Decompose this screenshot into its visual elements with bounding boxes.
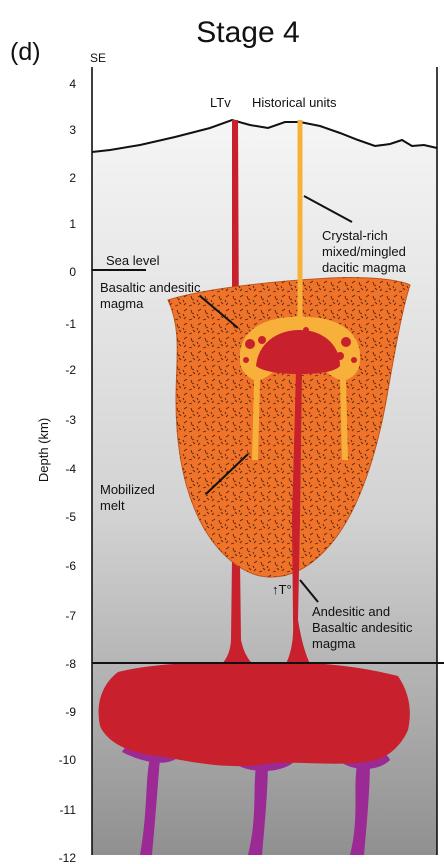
y-tick-minus-1: -1 [65,317,76,331]
y-tick-2: 2 [69,171,76,185]
crystal-rich-label-2: mixed/mingled [322,244,406,259]
y-tick-minus-10: -10 [59,753,77,767]
temperature-arrow-label: ↑T° [272,582,292,597]
mobilized-label-1: Mobilized [100,482,155,497]
basaltic-reservoir [99,662,410,766]
ltv-label: LTv [210,95,231,110]
y-tick-minus-5: -5 [65,510,76,524]
andesitic-label-2: Basaltic andesitic [312,620,413,635]
y-axis-label: Depth (km) [36,418,51,482]
historical-units-label: Historical units [252,95,337,110]
y-tick-minus-4: -4 [65,462,76,476]
y-tick-3: 3 [69,123,76,137]
y-tick-minus-3: -3 [65,413,76,427]
sea-level-label: Sea level [106,253,160,268]
mobilized-label-2: melt [100,498,125,513]
y-tick-4: 4 [69,77,76,91]
y-tick-1: 1 [69,217,76,231]
panel-label: (d) [10,38,41,66]
crystal-rich-label-1: Crystal-rich [322,228,388,243]
y-tick-minus-11: -11 [60,803,77,817]
figure-title: Stage 4 [196,16,299,49]
direction-label: SE [90,51,106,65]
andesitic-label-3: magma [312,636,356,651]
y-tick-0: 0 [69,265,76,279]
y-tick-minus-2: -2 [65,363,76,377]
y-tick-minus-9: -9 [65,705,76,719]
basaltic-label-1: Basaltic andesitic [100,280,201,295]
y-tick-minus-7: -7 [65,609,76,623]
y-tick-minus-12: -12 [59,851,77,864]
andesitic-label-1: Andesitic and [312,604,390,619]
y-tick-minus-8: -8 [65,657,76,671]
y-tick-minus-6: -6 [65,559,76,573]
basaltic-label-2: magma [100,296,144,311]
crystal-rich-label-3: dacitic magma [322,260,407,275]
y-axis-ticks: 4 3 2 1 0 -1 -2 -3 -4 -5 -6 -7 -8 -9 -10… [59,77,77,864]
